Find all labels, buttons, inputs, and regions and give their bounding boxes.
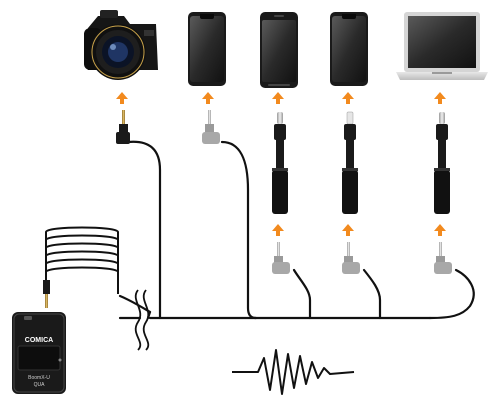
- model-label: BoomX-U: [28, 375, 50, 381]
- usbc-plug: [272, 112, 288, 214]
- arrow-up-icon: [116, 92, 128, 104]
- lightning-plug: [342, 111, 358, 214]
- phone-device: [188, 12, 226, 86]
- arrow-up-icon: [342, 224, 354, 236]
- arrows: [116, 92, 446, 236]
- usbc-plug-laptop: [434, 112, 450, 214]
- arrow-up-icon: [434, 224, 446, 236]
- coiled-cable: [45, 226, 119, 294]
- trs-plug-bottom-3: [434, 242, 452, 274]
- arrow-up-icon: [434, 92, 446, 104]
- cables: [118, 140, 475, 320]
- trs-plug-receiver: [43, 280, 50, 308]
- laptop-device: [396, 12, 488, 80]
- arrow-up-icon: [272, 224, 284, 236]
- trs-plug-camera: [116, 110, 130, 144]
- cable-break: [134, 289, 150, 351]
- arrow-up-icon: [272, 92, 284, 104]
- trs-plug-bottom-2: [342, 242, 360, 274]
- arrow-up-icon: [202, 92, 214, 104]
- camera-device: [84, 10, 158, 80]
- brand-logo: COMICA: [25, 337, 53, 344]
- iphone-device: [330, 12, 368, 86]
- receiver-unit: COMICA BoomX-U QUA: [12, 312, 66, 394]
- submodel-label: QUA: [34, 382, 46, 388]
- sound-wave-icon: [232, 349, 355, 395]
- trs-plug-bottom-1: [272, 242, 290, 274]
- trs-plug-phone: [202, 110, 220, 144]
- arrow-up-icon: [342, 92, 354, 104]
- android-phone-device: [260, 12, 298, 88]
